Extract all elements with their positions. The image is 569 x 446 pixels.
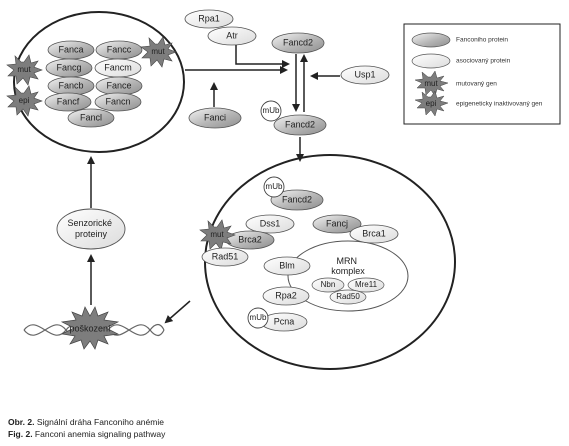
protein-fancd2-top: Fancd2 [271, 32, 325, 54]
arrow-repair-to-damage [164, 300, 191, 324]
protein-fancd2-low: Fancd2 [270, 189, 324, 211]
protein-fancf: Fancf [44, 92, 92, 112]
protein-fance: Fance [95, 76, 143, 96]
epi-burst-fancf: epi [6, 85, 43, 117]
protein-nbn: Nbn [311, 277, 345, 293]
fa-core-complex-circle [13, 11, 185, 153]
svg-text:poškození: poškození [69, 323, 111, 333]
svg-text:epi: epi [426, 99, 437, 108]
svg-text:Fancc: Fancc [107, 44, 132, 54]
caption-en-text: Fanconi anemia signaling pathway [32, 429, 166, 439]
protein-blm: Blm [263, 256, 311, 276]
svg-text:Blm: Blm [279, 260, 295, 270]
figure-caption-cz: Obr. 2. Signální dráha Fanconiho anémie [8, 417, 164, 427]
protein-fancc: Fancc [95, 40, 143, 60]
figure-caption-en: Fig. 2. Fanconi anemia signaling pathway [8, 429, 165, 439]
svg-text:mut: mut [151, 47, 165, 56]
svg-text:Rad50: Rad50 [336, 292, 360, 301]
svg-text:mutovaný gen: mutovaný gen [456, 81, 497, 88]
mub-badge-pcna: mUb [247, 307, 269, 329]
protein-fancl: Fancl [67, 108, 115, 128]
protein-rad51: Rad51 [201, 247, 249, 267]
svg-text:mut: mut [210, 230, 224, 239]
svg-text:Senzorické proteiny: Senzorické proteiny [67, 218, 114, 239]
svg-text:mUb: mUb [250, 313, 267, 322]
svg-text:Fanconiho protein: Fanconiho protein [456, 37, 508, 44]
protein-brca2: Brca2 [225, 230, 275, 250]
mub-badge-low: mUb [263, 176, 285, 198]
protein-fanca: Fanca [47, 40, 95, 60]
svg-text:Rpa2: Rpa2 [275, 290, 297, 300]
mub-badge-mid: mUb [260, 100, 282, 122]
protein-rpa1: Rpa1 [184, 9, 234, 29]
protein-fancj: Fancj [312, 214, 362, 234]
svg-text:Brca2: Brca2 [238, 234, 262, 244]
svg-text:Dss1: Dss1 [260, 218, 281, 228]
svg-text:Fancd2: Fancd2 [283, 37, 313, 47]
legend-fanconi-protein: Fanconiho protein [411, 32, 508, 48]
protein-atr: Atr [207, 26, 257, 46]
svg-text:Fancb: Fancb [58, 80, 83, 90]
svg-text:Fanci: Fanci [204, 112, 226, 122]
legend-associated-protein: asociovaný protein [411, 53, 511, 69]
svg-text:mUb: mUb [263, 106, 280, 115]
protein-fancg: Fancg [45, 58, 93, 78]
svg-text:Atr: Atr [226, 30, 238, 40]
mut-burst-fancg: mut [6, 54, 43, 86]
svg-text:epi: epi [19, 96, 30, 105]
arrow-atr-to-fancd2 [235, 45, 290, 68]
svg-text:mut: mut [17, 65, 31, 74]
svg-text:Usp1: Usp1 [354, 69, 375, 79]
legend: Fanconiho protein asociovaný protein mut… [403, 23, 561, 125]
svg-text:Brca1: Brca1 [362, 228, 386, 238]
caption-cz-label: Obr. 2. [8, 417, 35, 427]
svg-text:Fancj: Fancj [326, 218, 348, 228]
caption-en-label: Fig. 2. [8, 429, 33, 439]
svg-text:Nbn: Nbn [321, 280, 336, 289]
mut-burst-brca2: mut [199, 219, 236, 251]
damage-burst: poškození [60, 306, 120, 350]
svg-text:Fancd2: Fancd2 [282, 194, 312, 204]
svg-text:Fancn: Fancn [105, 96, 130, 106]
svg-text:Fance: Fance [106, 80, 131, 90]
protein-rpa2: Rpa2 [262, 286, 310, 306]
protein-fancm: Fancm [94, 58, 142, 78]
svg-text:Rpa1: Rpa1 [198, 13, 220, 23]
svg-text:Rad51: Rad51 [212, 251, 239, 261]
svg-text:asociovaný protein: asociovaný protein [456, 58, 511, 65]
mrn-complex-title: MRN komplex [331, 256, 365, 276]
protein-fancn: Fancn [94, 92, 142, 112]
legend-mutated-gene: mut mutovaný gen [414, 70, 497, 97]
sensor-proteins-node: Senzorické proteiny [56, 208, 126, 250]
mut-burst-fancc: mut [140, 36, 177, 68]
svg-text:Pcna: Pcna [274, 316, 295, 326]
svg-text:Fancl: Fancl [80, 112, 102, 122]
legend-epigenetic-gene: epi epigeneticky inaktivovaný gen [414, 90, 543, 117]
protein-brca1: Brca1 [349, 224, 399, 244]
protein-mre11: Mre11 [347, 277, 385, 293]
svg-text:Fancg: Fancg [56, 62, 81, 72]
mrn-complex-circle [287, 240, 409, 312]
protein-dss1: Dss1 [245, 214, 295, 234]
svg-text:Fancm: Fancm [104, 62, 132, 72]
protein-fancb: Fancb [47, 76, 95, 96]
caption-cz-text: Signální dráha Fanconiho anémie [34, 417, 164, 427]
svg-text:Fancf: Fancf [57, 96, 80, 106]
svg-text:epigeneticky inaktivovaný gen: epigeneticky inaktivovaný gen [456, 101, 543, 108]
protein-usp1: Usp1 [340, 65, 390, 85]
repair-complex-circle [204, 154, 456, 370]
svg-text:mut: mut [424, 79, 438, 88]
svg-text:mUb: mUb [266, 182, 283, 191]
protein-rad50: Rad50 [329, 289, 367, 305]
protein-fancd2-mid: Fancd2 [273, 114, 327, 136]
svg-text:Fancd2: Fancd2 [285, 119, 315, 129]
svg-text:Fanca: Fanca [58, 44, 83, 54]
svg-text:Mre11: Mre11 [355, 280, 378, 289]
protein-fanci: Fanci [188, 107, 242, 129]
